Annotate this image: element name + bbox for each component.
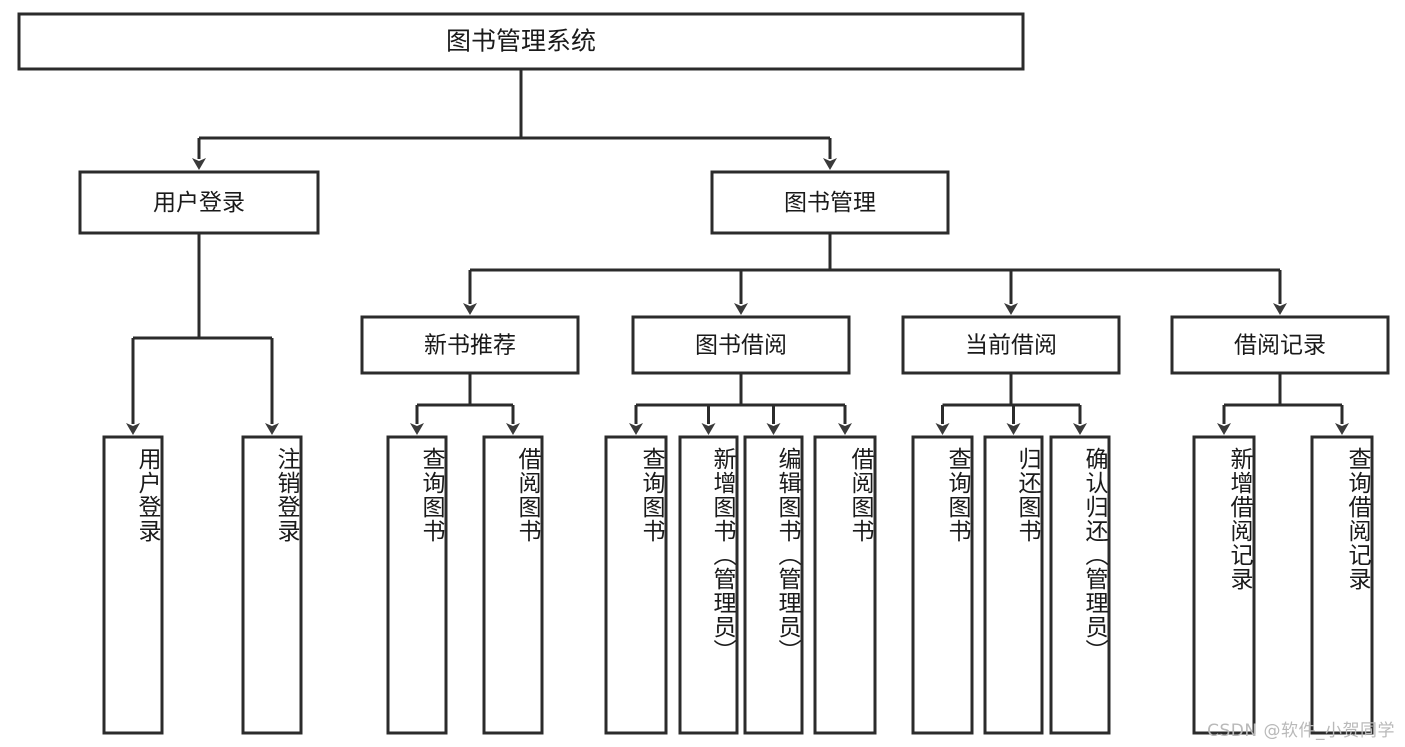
node-box-borrow-record[interactable] [1170, 315, 1390, 375]
node-box-add-borrow-record[interactable] [1192, 435, 1256, 735]
node-label-user-login: 用户登录 [153, 190, 245, 216]
node-box-return-book[interactable] [983, 435, 1044, 735]
watermark: CSDN @软件_小贺同学 [1207, 721, 1395, 741]
node-box-book-borrow[interactable] [631, 315, 851, 375]
node-box-user-login-do[interactable] [102, 435, 164, 735]
node-box-add-book-admin[interactable] [678, 435, 739, 735]
node-box-confirm-return-admin[interactable] [1049, 435, 1111, 735]
node-label-book-borrow: 图书借阅 [695, 333, 787, 359]
node-box-borrow-book-2[interactable] [813, 435, 877, 735]
node-box-query-borrow-record[interactable] [1310, 435, 1374, 735]
node-label-current-borrow: 当前借阅 [965, 333, 1057, 359]
node-box-edit-book-admin[interactable] [743, 435, 804, 735]
node-box-user-logout[interactable] [241, 435, 303, 735]
node-box-book-manage[interactable] [710, 170, 950, 235]
node-box-new-book-recommend[interactable] [360, 315, 580, 375]
node-box-current-borrow[interactable] [901, 315, 1121, 375]
node-label-book-manage: 图书管理 [784, 190, 876, 216]
node-label-new-book-recommend: 新书推荐 [424, 333, 516, 359]
node-box-user-login[interactable] [78, 170, 320, 235]
node-box-query-book-1[interactable] [386, 435, 448, 735]
node-box-root[interactable] [17, 12, 1025, 71]
node-box-query-book-2[interactable] [604, 435, 668, 735]
node-label-root: 图书管理系统 [446, 27, 596, 56]
node-label-borrow-record: 借阅记录 [1234, 333, 1326, 359]
node-box-query-book-3[interactable] [911, 435, 974, 735]
node-box-borrow-book-1[interactable] [482, 435, 544, 735]
edge-layer [126, 69, 1349, 435]
